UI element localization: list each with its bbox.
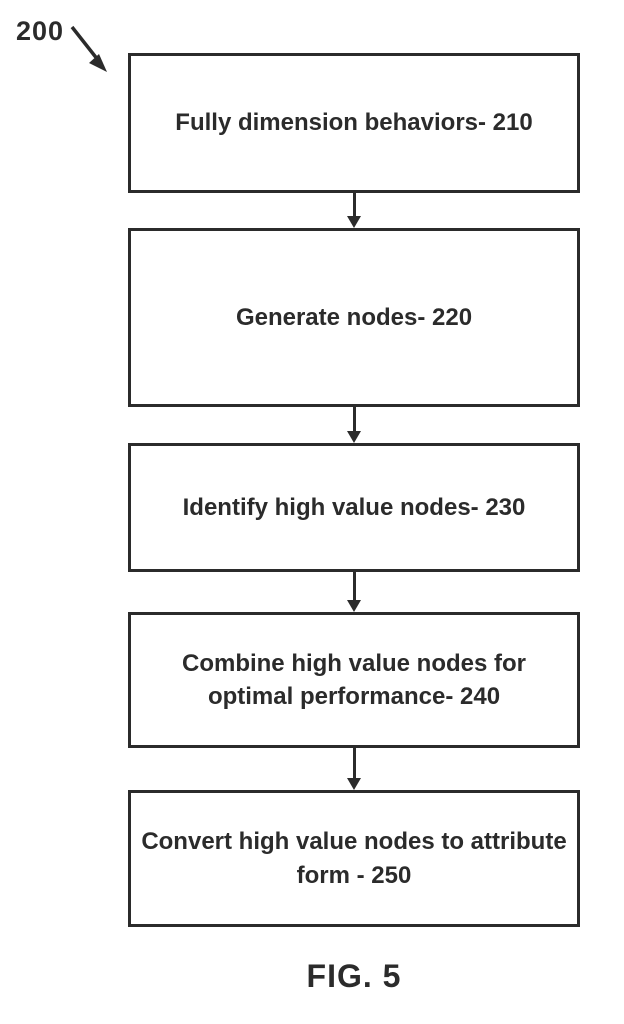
flow-arrow-210-220-icon (347, 193, 361, 228)
flow-node-210-label: Fully dimension behaviors- 210 (175, 109, 533, 137)
flow-node-250: Convert high value nodes to attribute fo… (128, 790, 580, 927)
figure-caption: FIG. 5 (306, 958, 402, 994)
arrow-head-down-icon (347, 600, 361, 612)
flow-arrow-220-230-icon (347, 407, 361, 443)
arrow-shaft (352, 407, 356, 431)
leader-arrow-icon (70, 25, 107, 72)
flow-node-240-label: Combine high value nodes for optimal per… (181, 649, 527, 710)
flow-node-220-label: Generate nodes- 220 (235, 303, 473, 331)
flow-node-250-label: Convert high value nodes to attribute fo… (141, 828, 567, 889)
arrow-shaft (352, 193, 356, 216)
arrow-head-down-icon (347, 778, 361, 790)
flow-node-210: Fully dimension behaviors- 210 (128, 53, 580, 193)
flow-node-220: Generate nodes- 220 (128, 228, 580, 407)
flow-arrow-240-250-icon (347, 748, 361, 790)
arrow-shaft (352, 748, 356, 778)
arrow-head-down-icon (347, 431, 361, 443)
flow-node-230-label: Identify high value nodes- 230 (182, 493, 526, 521)
figure-reference-label: 200 (16, 16, 65, 46)
arrow-shaft (352, 572, 356, 600)
arrow-head-down-icon (347, 216, 361, 228)
flow-node-230: Identify high value nodes- 230 (128, 443, 580, 572)
flow-node-240: Combine high value nodes for optimal per… (128, 612, 580, 748)
flow-arrow-230-240-icon (347, 572, 361, 612)
